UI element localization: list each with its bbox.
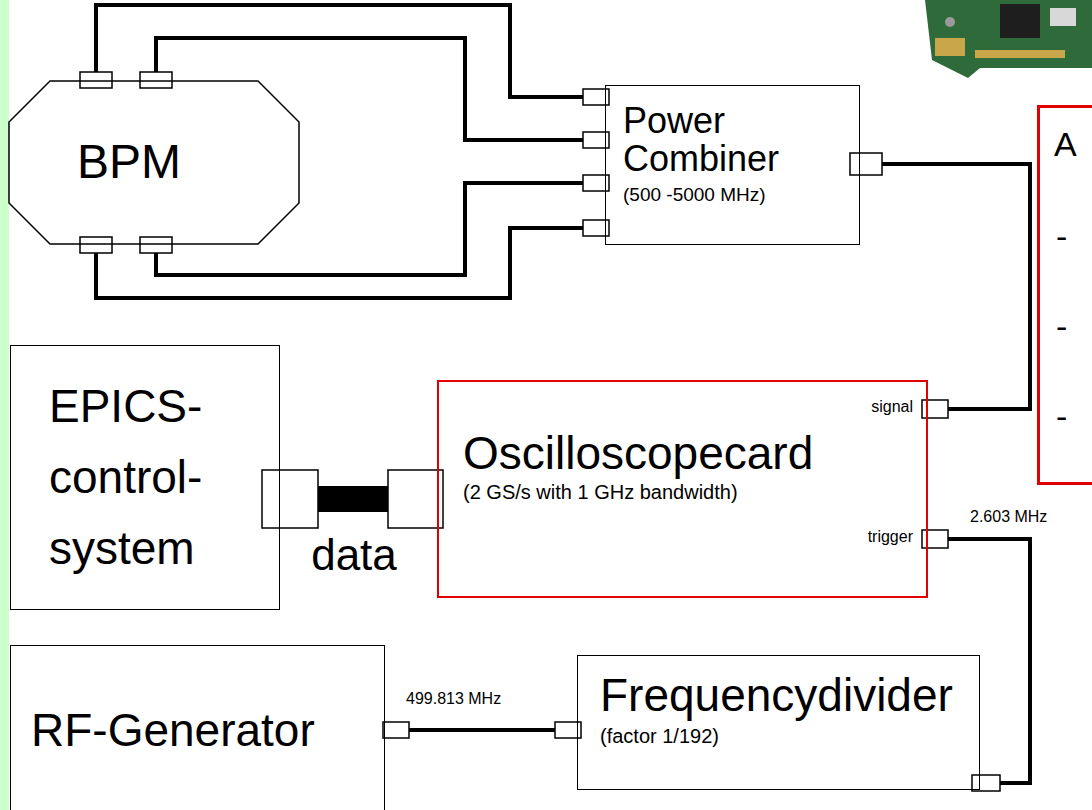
signal-cable (928, 539, 1030, 783)
port-label: signal (869, 398, 915, 416)
port (80, 237, 112, 253)
octagon-shape (9, 81, 299, 244)
cropped-panel: A - - - (1037, 105, 1092, 485)
card-hole (945, 17, 955, 27)
card-chip (1050, 8, 1076, 26)
node-title: Frequencydivider (600, 670, 953, 721)
card-connector (975, 50, 1065, 58)
port (262, 470, 318, 528)
node-text: (2 GS/s with 1 GHz bandwidth) (463, 481, 738, 504)
card-photo (925, 0, 1092, 78)
edge-label: data (309, 530, 399, 581)
signal-cable (156, 38, 605, 140)
port (140, 72, 172, 88)
card-pad (935, 38, 965, 56)
node-text: - (1056, 218, 1067, 255)
node-title: Oscilloscopecard (463, 428, 813, 479)
node-text: - (1056, 308, 1067, 345)
process-box: Frequencydivider (factor 1/192) (577, 655, 980, 790)
port-group (80, 72, 1000, 791)
port (850, 153, 882, 175)
signal-cable (860, 164, 1030, 409)
side-strip (0, 0, 9, 810)
edge-label: 2.603 MHz (968, 508, 1049, 526)
bpm-octagon: BPM (8, 80, 300, 245)
process-box: EPICS- control- system (10, 345, 280, 610)
port (922, 530, 948, 548)
process-box: Power Combiner (500 -5000 MHz) (605, 85, 860, 245)
port (972, 775, 1000, 791)
highlight-box: Oscilloscopecard(2 GS/s with 1 GHz bandw… (437, 380, 928, 598)
signal-cable (385, 728, 577, 732)
card-board (925, 0, 1092, 78)
node-title: A (1054, 126, 1077, 163)
process-box: RF-Generator (10, 645, 385, 810)
edge-label: 499.813 MHz (404, 690, 503, 708)
card-chip (1000, 4, 1040, 38)
node-text: (500 -5000 MHz) (623, 184, 766, 206)
port (922, 400, 948, 418)
node-title: EPICS- control- system (49, 371, 249, 585)
port (80, 72, 112, 88)
node-title: RF-Generator (31, 705, 315, 756)
port (140, 237, 172, 253)
signal-cable (96, 5, 605, 97)
node-title: BPM (77, 136, 181, 189)
signal-cable (96, 228, 605, 298)
node-title: Power Combiner (623, 102, 823, 178)
port (383, 722, 409, 738)
port-label: trigger (866, 528, 915, 546)
node-text: - (1056, 398, 1067, 435)
port (388, 470, 443, 528)
node-text: (factor 1/192) (600, 725, 719, 748)
